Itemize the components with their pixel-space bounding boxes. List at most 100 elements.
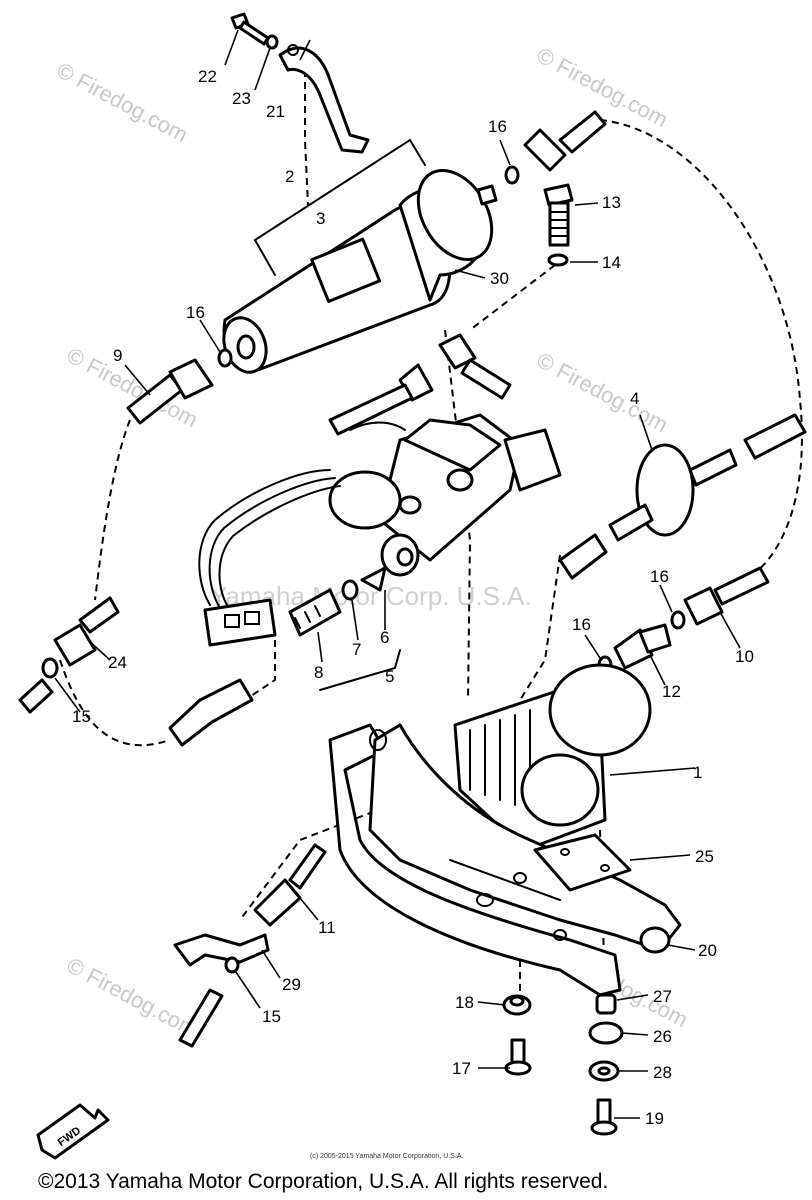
callout-10: 10 xyxy=(735,647,754,666)
bolt-19-head xyxy=(590,1120,618,1136)
bracket-band xyxy=(278,46,370,154)
small-copyright: (c) 2005-2015 Yamaha Motor Corporation, … xyxy=(310,1153,463,1160)
fitting-left xyxy=(126,348,233,425)
callout-29: 29 xyxy=(282,975,301,994)
leader-13 xyxy=(574,202,599,206)
check-valve-group xyxy=(288,566,401,691)
union-bolt-assembly xyxy=(543,183,574,267)
union-bolt-13-thread xyxy=(549,211,569,237)
valve-block xyxy=(328,333,562,577)
watermark-top-left: © Firedog.com xyxy=(53,57,192,147)
pad-25-body xyxy=(533,833,632,892)
leader-16-lower xyxy=(584,634,601,659)
harness-wire-2 xyxy=(208,477,336,609)
bracket-20-hole-top xyxy=(369,729,387,751)
callout-25: 25 xyxy=(695,847,714,866)
callout-16-left: 16 xyxy=(186,303,205,322)
group-bracket-5 xyxy=(319,649,401,691)
fitting-10-nozzle xyxy=(713,566,770,606)
callout-16-right: 16 xyxy=(650,567,669,586)
callout-16-top: 16 xyxy=(488,117,507,136)
leader-22 xyxy=(224,29,239,66)
hardware-stack xyxy=(502,993,624,1136)
group-bracket-2-left xyxy=(254,239,276,276)
leader-9 xyxy=(124,364,151,396)
bracket-20-slot xyxy=(449,859,561,901)
harness-wire-top xyxy=(349,421,406,431)
leader-10 xyxy=(719,611,741,649)
group-bracket-2 xyxy=(254,138,426,241)
clamp-29 xyxy=(173,933,270,967)
assembly-line-left-lower xyxy=(59,659,171,747)
callout-5: 5 xyxy=(385,667,394,686)
leader-11 xyxy=(299,897,319,921)
callout-28: 28 xyxy=(653,1063,672,1082)
mounting-bracket-20 xyxy=(328,723,682,997)
leader-24 xyxy=(87,639,111,661)
callout-21: 21 xyxy=(266,102,285,121)
leader-23 xyxy=(254,47,271,91)
leader-12 xyxy=(649,654,666,686)
o-ring-16-top xyxy=(504,165,520,185)
fitting-lower-left-body xyxy=(168,678,254,747)
assembly-line-right-hose xyxy=(599,119,803,581)
valve-port-top xyxy=(446,468,474,492)
forward-indicator: FWD xyxy=(36,1103,110,1160)
hose-mid xyxy=(558,533,608,580)
ball-6 xyxy=(360,566,387,592)
fitting-12 xyxy=(597,623,672,675)
washer-23 xyxy=(265,34,279,50)
o-ring-16-right xyxy=(670,610,686,630)
clip-15-left xyxy=(41,657,59,679)
leader-30 xyxy=(454,269,486,279)
leader-8 xyxy=(317,631,323,663)
fitting-lower-left xyxy=(168,678,254,747)
callout-labels: 1 2 3 4 5 6 7 8 9 10 11 12 13 14 15 15 1… xyxy=(72,67,754,1128)
callout-13: 13 xyxy=(602,193,621,212)
fitting-top-right xyxy=(504,110,607,185)
pad-25 xyxy=(533,833,632,892)
valve-hose-left xyxy=(328,383,414,436)
callout-22: 22 xyxy=(198,67,217,86)
washer-26 xyxy=(588,1021,624,1045)
fitting-24 xyxy=(18,596,120,714)
fitting-12-nut xyxy=(638,623,672,654)
pump-motor-assembly xyxy=(453,663,652,852)
bracket-20-grommet xyxy=(639,926,671,954)
fwd-arrow-icon xyxy=(36,1103,110,1160)
pad-25-hole-a xyxy=(560,848,570,856)
assembly-line-center xyxy=(444,329,472,701)
washer-14 xyxy=(547,253,569,267)
bracket-20-hole-a xyxy=(513,872,527,884)
check-valve-8-thread xyxy=(294,605,321,629)
callout-30: 30 xyxy=(490,269,509,288)
callout-1: 1 xyxy=(693,763,702,782)
fitting-top-right-nozzle xyxy=(558,110,607,154)
harness-connector-pin-1 xyxy=(224,614,240,628)
washer-28-hole xyxy=(597,1066,611,1076)
callout-24: 24 xyxy=(108,653,127,672)
leader-29 xyxy=(261,949,281,979)
callout-2: 2 xyxy=(285,167,294,186)
damper-27 xyxy=(595,993,617,1015)
bracket-20-hole-b xyxy=(476,893,494,907)
harness-wire-3 xyxy=(218,485,341,611)
assembly-line-bracket xyxy=(304,70,309,206)
pump-motor-1-fins xyxy=(469,709,531,811)
callout-7: 7 xyxy=(352,640,361,659)
valve-port-front-hole xyxy=(396,547,414,567)
leader-lines xyxy=(54,29,741,1119)
bracket-20-hole-c xyxy=(553,929,567,941)
fitting-9-body xyxy=(168,358,214,400)
valve-block-top xyxy=(403,418,502,472)
bracket-band-assembly xyxy=(230,12,370,154)
assembly-line-lower-hose xyxy=(239,789,431,921)
fitting-11-nozzle xyxy=(288,843,327,890)
callout-19: 19 xyxy=(645,1109,664,1128)
valve-elbow-right xyxy=(438,333,477,370)
leader-1 xyxy=(609,767,696,776)
leader-26 xyxy=(621,1032,649,1036)
o-ring-16-left xyxy=(217,348,233,368)
leader-16-left xyxy=(199,319,221,353)
spring-7 xyxy=(341,579,359,601)
